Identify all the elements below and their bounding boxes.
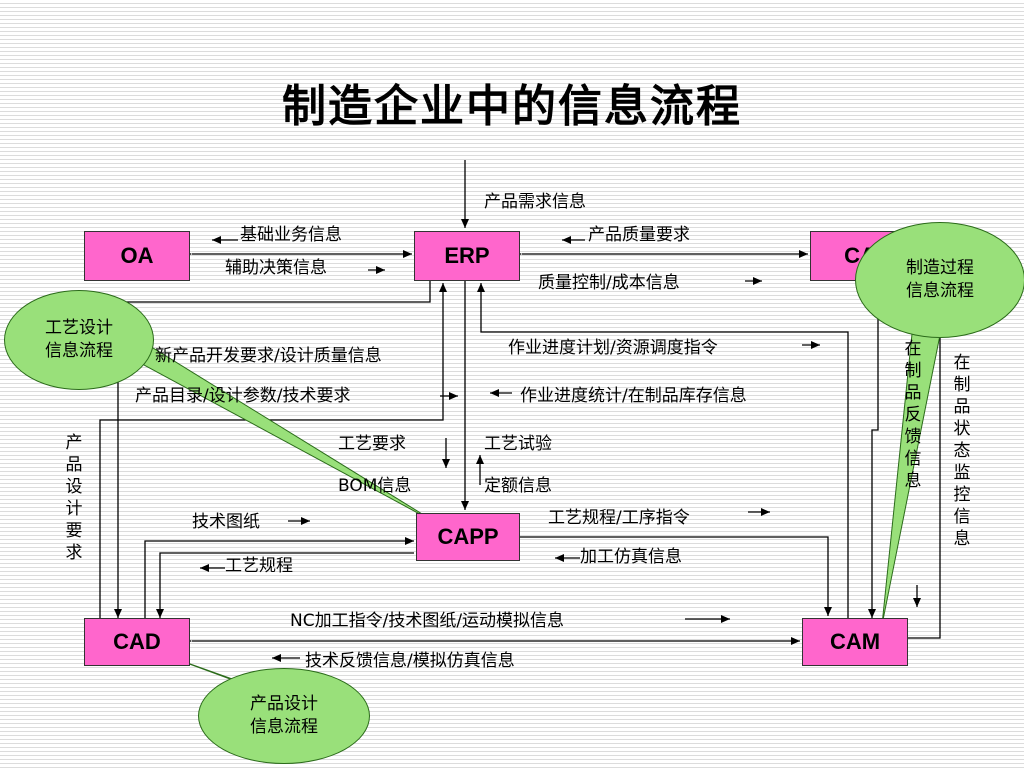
- label-nc-instr: NC加工指令/技术图纸/运动模拟信息: [290, 611, 565, 631]
- page-title: 制造企业中的信息流程: [282, 81, 742, 132]
- label-process-plan: 工艺规程: [225, 556, 293, 576]
- label-progress-stats: 作业进度统计/在制品库存信息: [520, 386, 747, 406]
- label-product-catalog: 产品目录/设计参数/技术要求: [135, 386, 351, 406]
- bubble-product-design: 产品设计 信息流程: [198, 668, 370, 764]
- label-product-demand: 产品需求信息: [484, 192, 586, 212]
- connector-cam-erp: [477, 283, 849, 618]
- label-basic-business: 基础业务信息: [240, 225, 342, 245]
- bubble-process-design: 工艺设计 信息流程: [4, 290, 154, 390]
- label-process-test: 工艺试验: [484, 434, 552, 454]
- label-decision-support: 辅助决策信息: [225, 258, 327, 278]
- connector-cad-capp: [144, 537, 414, 618]
- node-erp: ERP: [414, 231, 520, 281]
- bubble-manufacturing: 制造过程 信息流程: [855, 222, 1024, 338]
- connector-capp-cad: [156, 552, 414, 618]
- node-cam: CAM: [802, 618, 908, 666]
- label-bom: BOM信息: [338, 476, 412, 496]
- label-tech-feedback: 技术反馈信息/模拟仿真信息: [305, 651, 515, 671]
- node-capp: CAPP: [416, 513, 520, 561]
- label-process-instr: 工艺规程/工序指令: [548, 508, 690, 528]
- connector-caq-cam: [868, 280, 879, 618]
- label-quality-req: 产品质量要求: [588, 225, 690, 245]
- label-quota: 定额信息: [484, 476, 552, 496]
- connector-cad-erp: [99, 283, 447, 618]
- label-schedule-plan: 作业进度计划/资源调度指令: [508, 338, 718, 358]
- label-machining-sim: 加工仿真信息: [580, 547, 682, 567]
- label-process-req: 工艺要求: [338, 434, 406, 454]
- label-wip-monitor: 在制品状态监控信息: [953, 353, 971, 549]
- label-product-design-req: 产品设计要求: [65, 433, 83, 563]
- bubble-pointer-process: [118, 339, 441, 526]
- label-wip-feedback: 在制品反馈信息: [904, 339, 922, 491]
- connector-erp-cad: [114, 280, 431, 618]
- label-quality-cost: 质量控制/成本信息: [538, 273, 680, 293]
- node-oa: OA: [84, 231, 190, 281]
- connector-capp-cam: [520, 536, 832, 616]
- label-new-product: 新产品开发要求/设计质量信息: [155, 346, 382, 366]
- node-cad: CAD: [84, 618, 190, 666]
- label-tech-drawing: 技术图纸: [192, 512, 260, 532]
